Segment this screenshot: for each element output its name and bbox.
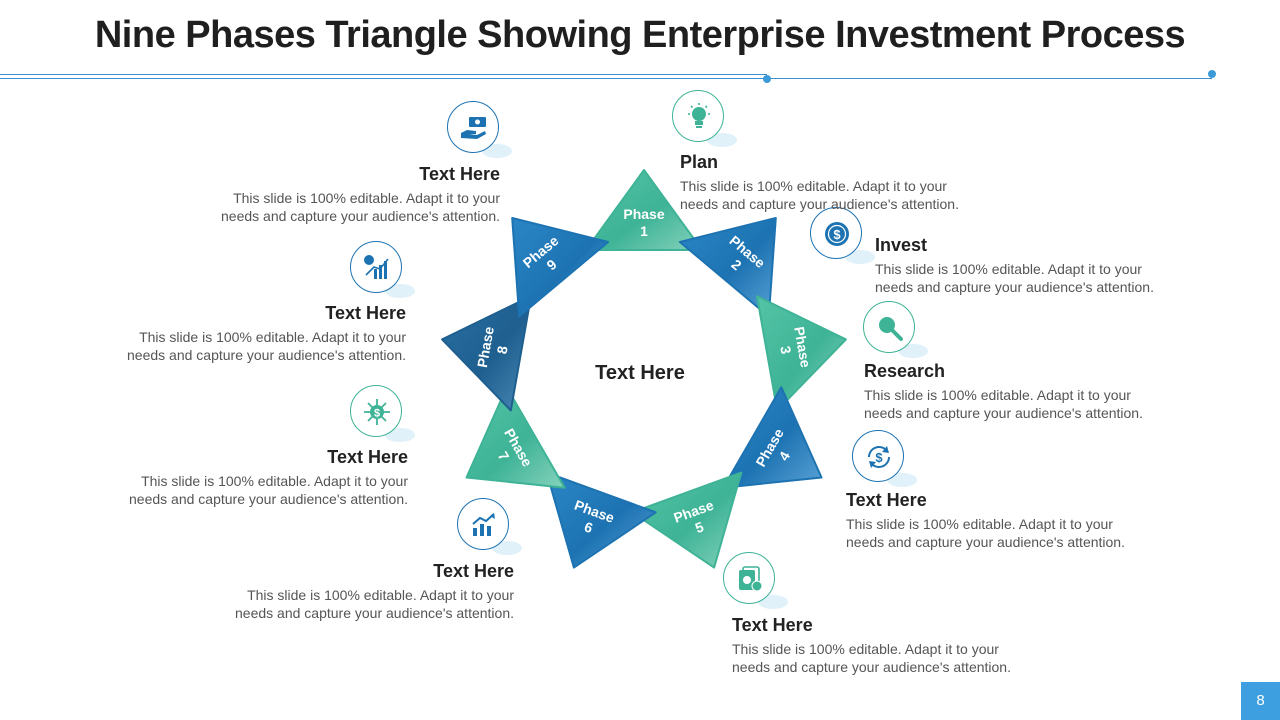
phase-triangle-6: Phase6 <box>545 471 657 569</box>
text-block-phase8: Text Here This slide is 100% editable. A… <box>106 303 406 364</box>
phase-triangle-shape <box>465 386 566 489</box>
block-heading: Text Here <box>846 490 927 510</box>
text-block-phase4: Text Here This slide is 100% editable. A… <box>846 490 1146 551</box>
phase-label: Phase3 <box>774 325 814 372</box>
text-block-research: Research This slide is 100% editable. Ad… <box>864 361 1164 422</box>
phase-triangle-shape <box>441 295 532 412</box>
block-body: This slide is 100% editable. Adapt it to… <box>864 387 1143 421</box>
phase-label: Phase8 <box>474 325 514 372</box>
phase-word: Phase <box>623 206 664 222</box>
phase-triangle-shape <box>678 217 777 318</box>
block-heading: Text Here <box>433 561 514 581</box>
block-heading: Plan <box>680 152 719 172</box>
phase-triangle-2: Phase2 <box>678 217 777 318</box>
block-heading: Text Here <box>419 164 500 184</box>
block-body: This slide is 100% editable. Adapt it to… <box>129 473 408 507</box>
svg-text:$: $ <box>875 450 883 465</box>
underline-dot-right <box>1208 70 1216 78</box>
phase-triangle-shape <box>722 386 823 489</box>
block-heading: Research <box>864 361 946 381</box>
dollar-cycle-icon: $ <box>852 430 917 487</box>
text-block-plan: Plan This slide is 100% editable. Adapt … <box>680 152 980 213</box>
phase-triangle-8: Phase8 <box>441 295 532 412</box>
block-body: This slide is 100% editable. Adapt it to… <box>127 329 406 363</box>
magnifier-icon <box>863 301 928 358</box>
block-body: This slide is 100% editable. Adapt it to… <box>221 190 500 224</box>
phase-triangle-shape <box>545 471 657 569</box>
phase-triangle-5: Phase5 <box>631 471 743 569</box>
hand-money-icon <box>447 101 512 158</box>
text-block-invest: Invest This slide is 100% editable. Adap… <box>875 235 1175 296</box>
phase-word: Phase <box>791 325 814 369</box>
phase-triangle-7: Phase7 <box>465 386 566 489</box>
block-heading: Text Here <box>325 303 406 323</box>
block-heading: Invest <box>875 235 928 255</box>
center-label: Text Here <box>595 362 685 384</box>
lightbulb-icon <box>672 90 737 147</box>
phase-number: 3 <box>777 345 794 356</box>
phase-number: 8 <box>494 345 511 356</box>
phase-number: 1 <box>640 223 648 239</box>
phase-triangle-shape <box>511 217 610 318</box>
block-body: This slide is 100% editable. Adapt it to… <box>846 516 1125 550</box>
block-heading: Text Here <box>732 615 813 635</box>
title-underline-right <box>0 78 1212 79</box>
money-stack-icon <box>723 552 788 609</box>
dollar-coin-icon: $ <box>810 207 875 264</box>
text-block-phase9: Text Here This slide is 100% editable. A… <box>200 164 500 225</box>
phase-triangle-shape <box>585 169 703 251</box>
text-block-phase5: Text Here This slide is 100% editable. A… <box>732 615 1032 676</box>
underline-dot-left <box>763 75 771 83</box>
svg-text:$: $ <box>374 408 380 420</box>
block-body: This slide is 100% editable. Adapt it to… <box>732 641 1011 675</box>
block-body: This slide is 100% editable. Adapt it to… <box>235 587 514 621</box>
phase-triangle-shape <box>631 471 743 569</box>
svg-text:$: $ <box>833 227 841 242</box>
block-body: This slide is 100% editable. Adapt it to… <box>875 261 1154 295</box>
phase-triangle-3: Phase3 <box>756 295 847 412</box>
slide-title: Nine Phases Triangle Showing Enterprise … <box>94 14 1186 56</box>
block-heading: Text Here <box>327 447 408 467</box>
phase-word: Phase <box>474 325 497 369</box>
dollar-network-icon: $ <box>350 385 415 442</box>
phase-triangle-4: Phase4 <box>722 386 823 489</box>
phase-triangle-9: Phase9 <box>511 217 610 318</box>
investment-growth-icon <box>350 241 415 298</box>
growth-chart-icon <box>457 498 522 555</box>
text-block-phase6: Text Here This slide is 100% editable. A… <box>214 561 514 622</box>
title-underline-left <box>0 74 767 75</box>
page-number: 8 <box>1241 682 1280 720</box>
phase-triangle-shape <box>756 295 847 412</box>
text-block-phase7: Text Here This slide is 100% editable. A… <box>108 447 408 508</box>
block-body: This slide is 100% editable. Adapt it to… <box>680 178 959 212</box>
